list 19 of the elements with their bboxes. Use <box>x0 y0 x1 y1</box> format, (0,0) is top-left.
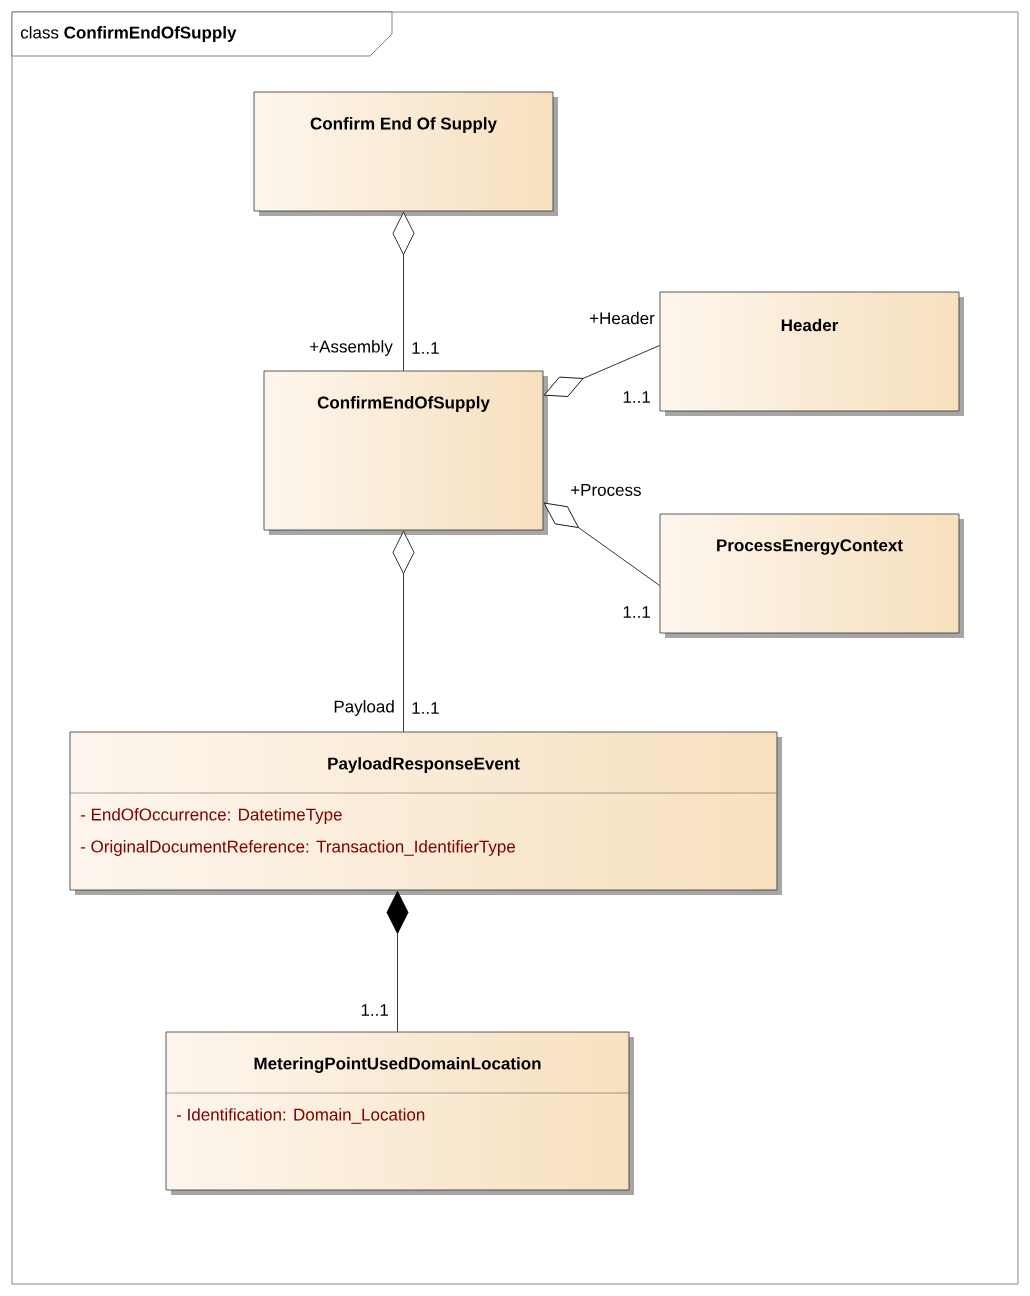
class-box: ProcessEnergyContext <box>659 513 964 638</box>
role-label: 1..1 <box>412 342 439 354</box>
role-label: Payload <box>334 700 394 716</box>
class-box: Header <box>659 291 964 416</box>
class-box: ConfirmEndOfSupply <box>263 370 548 535</box>
aggregation-line <box>392 530 415 732</box>
role-label: +Process <box>571 484 641 496</box>
class-box: PayloadResponseEvent - EndOfOccurrence: DatetimeType - OriginalDocumentReference: Transaction_IdentifierType <box>69 731 782 895</box>
aggregation-line <box>386 890 409 1032</box>
aggregation-line <box>543 502 660 586</box>
class-box: MeteringPointUsedDomainLocation - Identification: Domain_Location <box>165 1031 634 1195</box>
role-label: 1..1 <box>412 702 439 714</box>
class-box: Confirm End Of Supply <box>253 91 558 216</box>
diagram-frame <box>11 11 1019 1285</box>
frame-tab: class ConfirmEndOfSupply <box>11 11 393 57</box>
role-label: 1..1 <box>361 1004 388 1016</box>
aggregation-line <box>392 211 415 371</box>
role-label: +Assembly <box>310 340 393 356</box>
aggregation-line <box>543 345 660 397</box>
